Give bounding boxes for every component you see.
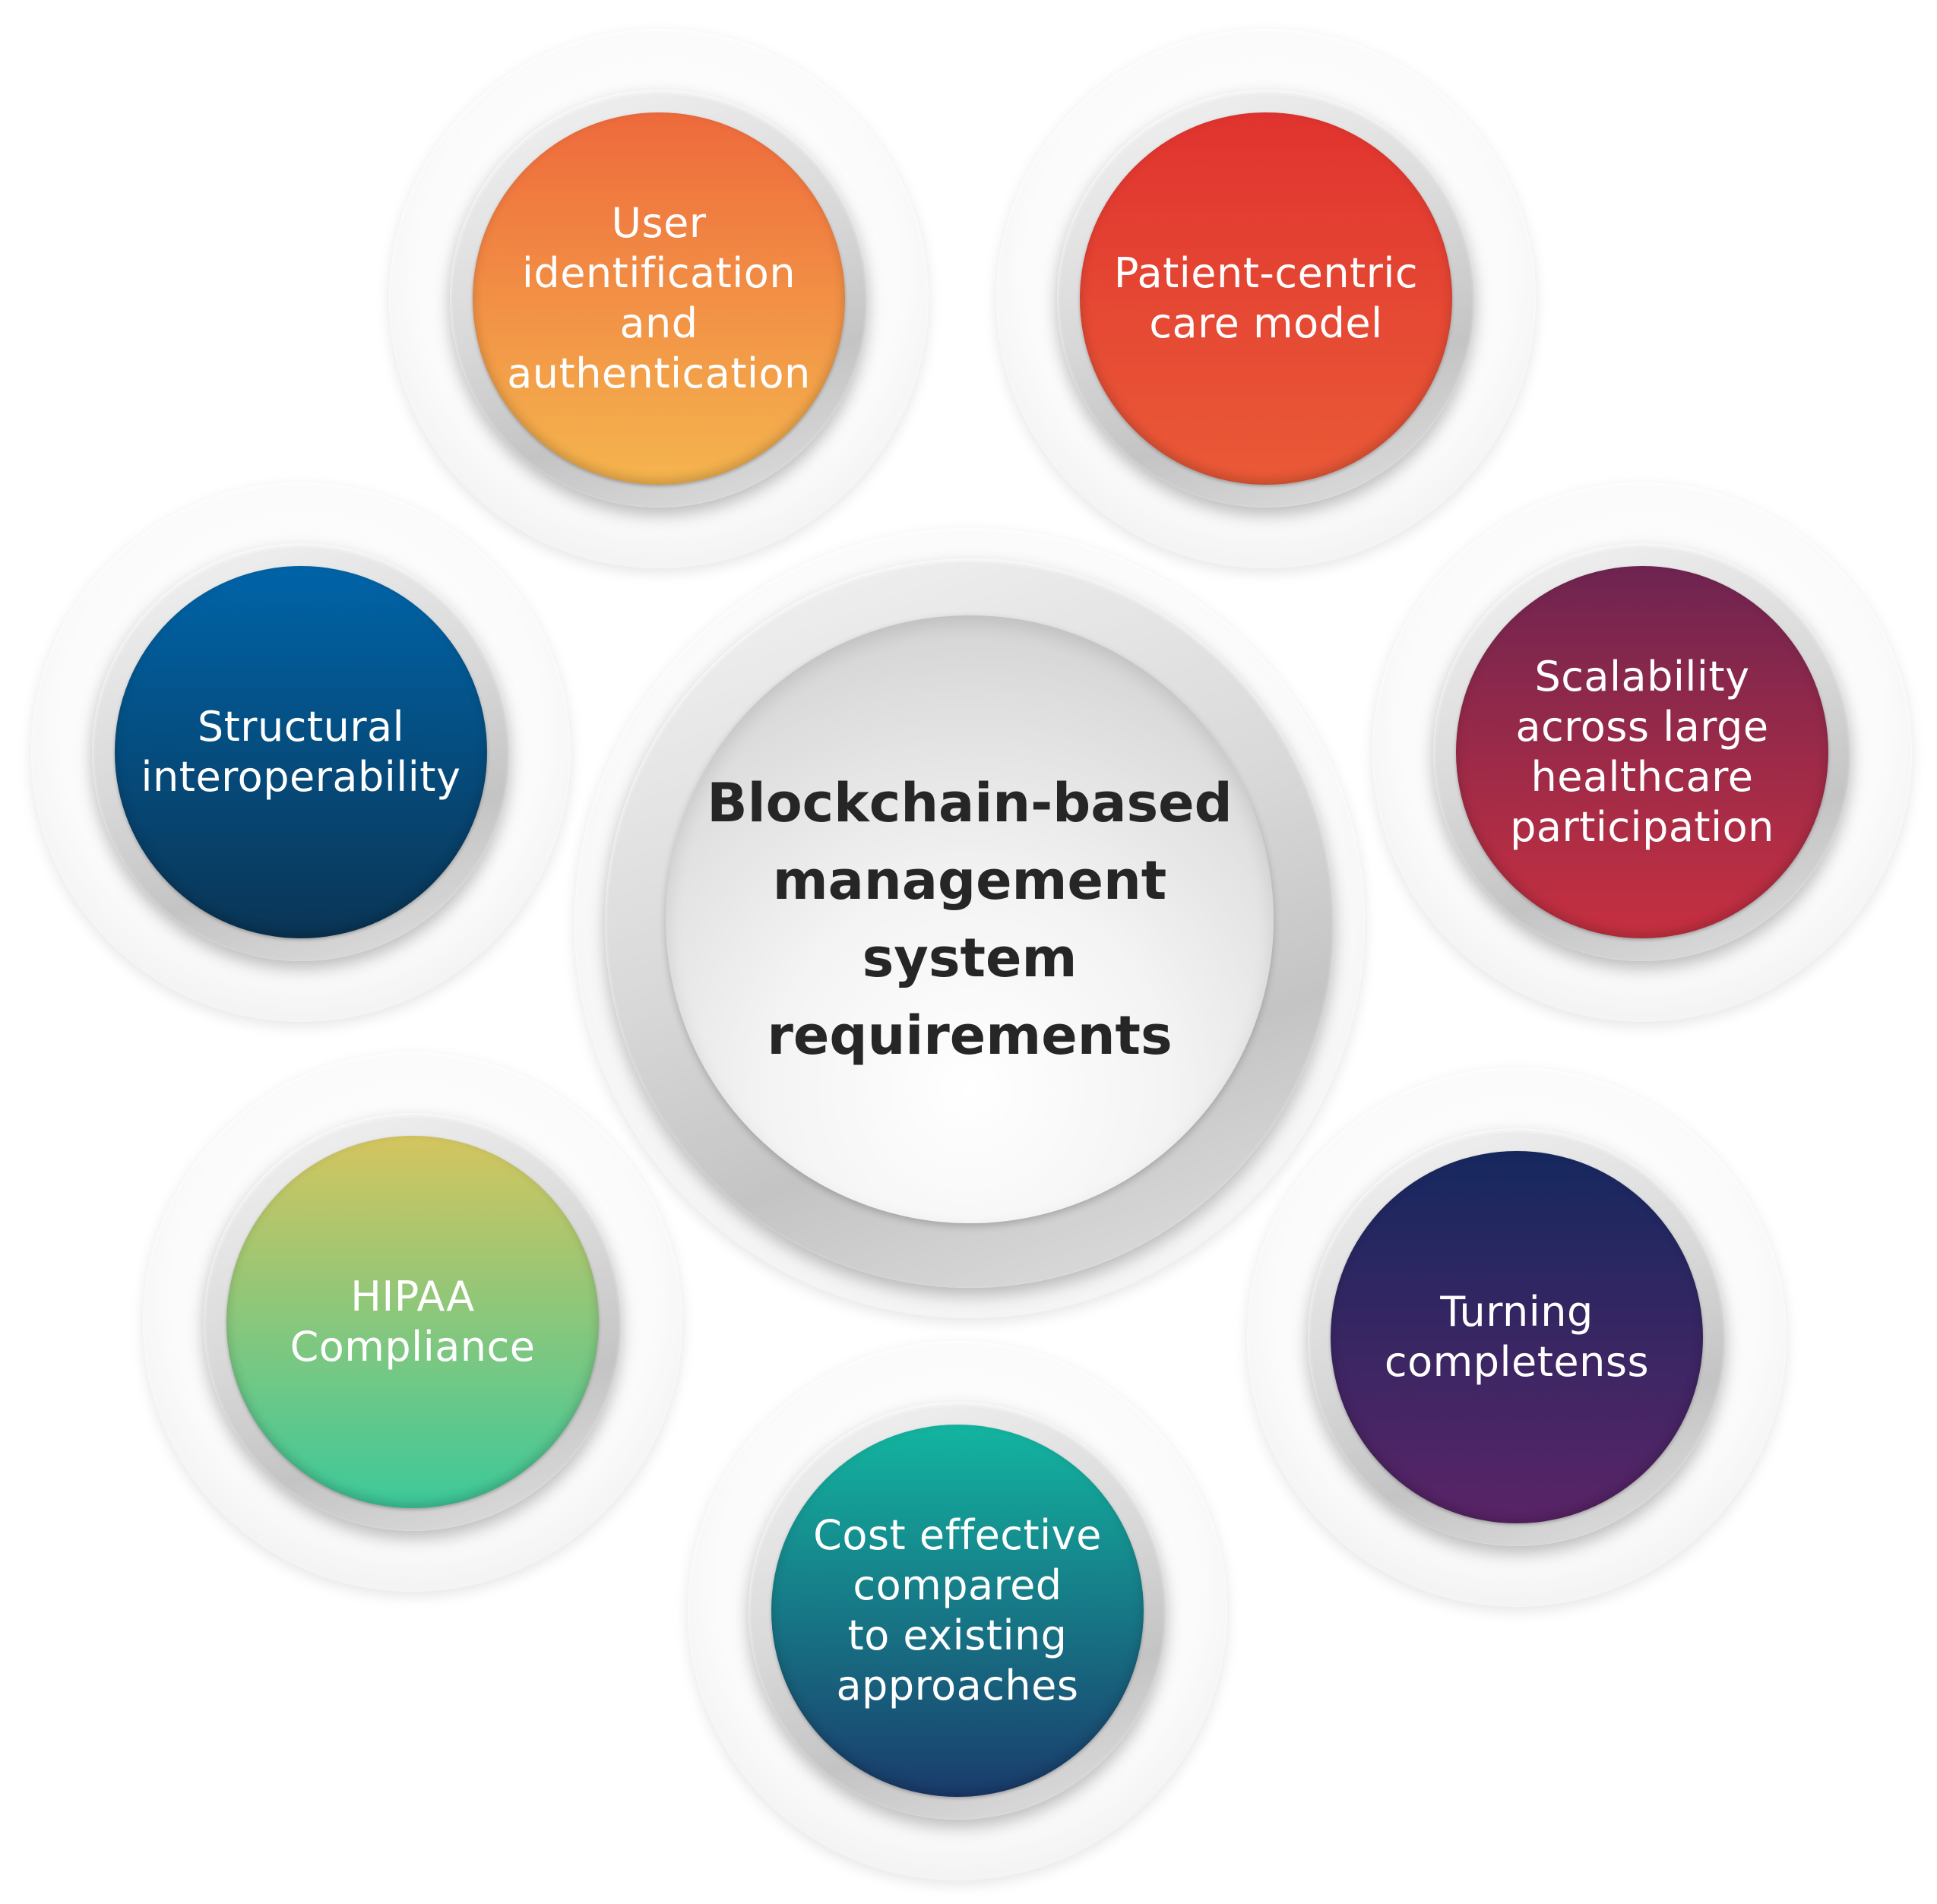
node-label: User identification and authentication [507,199,811,397]
node-scalability: Scalability across large healthcare part… [1456,566,1828,938]
node-cost: Cost effective compared to existing appr… [771,1425,1144,1797]
node-patient-centric: Patient-centric care model [1080,112,1452,485]
node-label: HIPAA Compliance [290,1273,536,1371]
node-turing: Turning completenss [1331,1151,1703,1523]
node-user-auth: User identification and authentication [473,112,845,485]
node-hipaa: HIPAA Compliance [226,1136,599,1508]
center-label: Blockchain-based management system requi… [707,772,1233,1067]
node-label: Cost effective compared to existing appr… [813,1511,1102,1709]
node-label: Patient-centric care model [1113,249,1419,347]
node-label: Turning completenss [1384,1288,1650,1386]
node-label: Structural interoperability [141,703,461,801]
center-hub: Blockchain-based management system requi… [666,615,1274,1223]
node-structural: Structural interoperability [115,566,487,938]
node-label: Scalability across large healthcare part… [1510,653,1774,851]
